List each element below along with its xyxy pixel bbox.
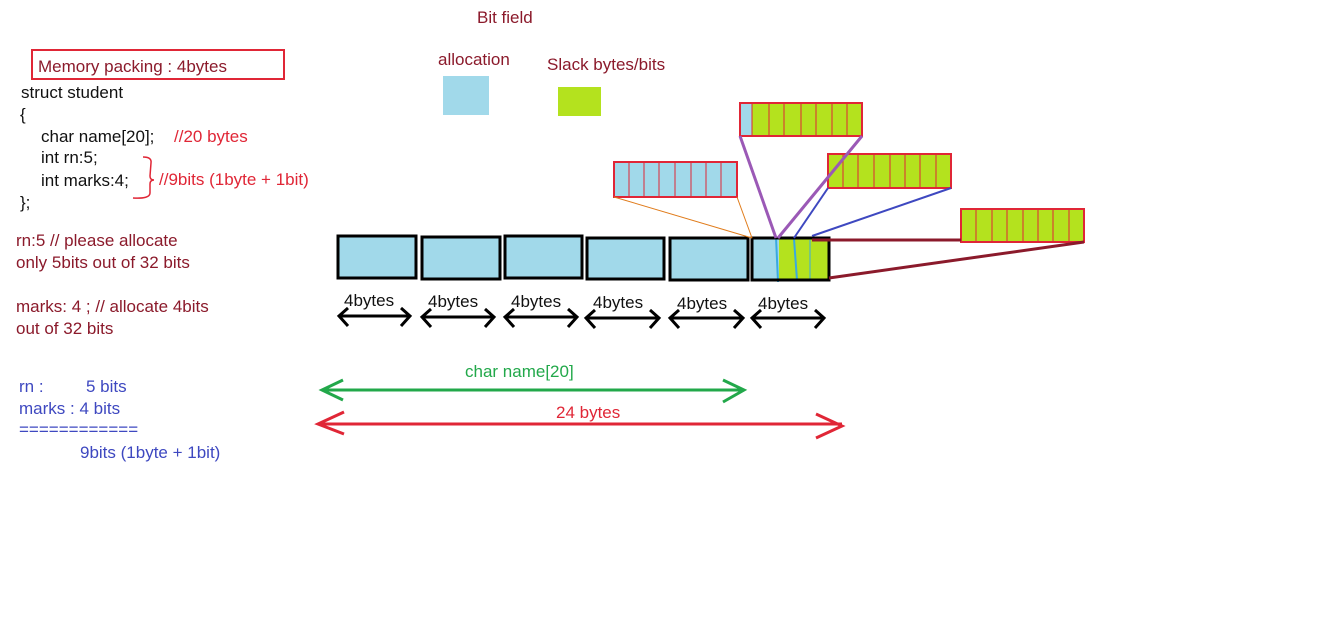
memory-block-4: [585, 236, 666, 281]
memory-block-3: [503, 234, 584, 280]
calc-separator: ============: [19, 420, 139, 439]
calc-rn-label: rn :: [19, 377, 44, 396]
memory-block-1: [336, 234, 418, 280]
block-label-6: 4bytes: [758, 294, 809, 313]
connector-slack-1-right: [811, 187, 952, 237]
byte-arrows: [336, 306, 827, 330]
field-name-comment: //20 bytes: [174, 127, 248, 146]
calc-marks-line: marks : 4 bits: [19, 399, 121, 418]
field-rn-line: int rn:5;: [41, 148, 98, 167]
rn-note-line2: only 5bits out of 32 bits: [16, 253, 190, 272]
field-marks-line: int marks:4;: [41, 171, 129, 190]
slack-swatch: [558, 87, 601, 116]
char-name-span-label: char name[20]: [465, 362, 574, 381]
struct-line: struct student: [21, 83, 124, 102]
memory-block-6: [750, 236, 831, 283]
allocation-swatch: [443, 76, 489, 115]
calc-rn-value: 5 bits: [86, 377, 127, 396]
char-name-span-arrow: [318, 378, 748, 404]
bit-fields-brace: [132, 156, 155, 199]
open-brace: {: [20, 105, 26, 124]
field-name-line: char name[20];: [41, 127, 155, 146]
bit-box-slack-2: [960, 208, 1085, 243]
connector-slack-2-bottom: [828, 240, 1085, 280]
memory-packing-label: Memory packing : 4bytes: [38, 57, 227, 76]
slack-legend-label: Slack bytes/bits: [547, 55, 666, 74]
marks-note-line2: out of 32 bits: [16, 319, 114, 338]
memory-packing-box: [31, 49, 285, 80]
marks-note-line1: marks: 4 ; // allocate 4bits: [16, 297, 209, 316]
bit-box-allocation: [613, 161, 738, 198]
rn-note-line1: rn:5 // please allocate: [16, 231, 178, 250]
connector-partial-left: [738, 135, 778, 239]
memory-block-2: [420, 235, 502, 281]
block-label-2: 4bytes: [428, 292, 479, 311]
diagram-title: Bit field: [477, 8, 533, 27]
connector-allocation-2: [736, 196, 753, 239]
connector-partial-right: [776, 135, 864, 239]
close-brace: };: [20, 193, 31, 212]
bit-box-partial: [739, 102, 863, 137]
memory-block-5: [668, 236, 750, 282]
total-span-label: 24 bytes: [556, 403, 621, 422]
connector-allocation: [613, 196, 753, 239]
block-label-3: 4bytes: [511, 292, 562, 311]
allocation-legend-label: allocation: [438, 50, 510, 69]
block-label-5: 4bytes: [677, 294, 728, 313]
block-label-4: 4bytes: [593, 293, 644, 312]
block-label-1: 4bytes: [344, 291, 395, 310]
connector-slack-1-left: [793, 187, 829, 239]
bit-box-slack-1: [827, 153, 952, 189]
bits-comment: //9bits (1byte + 1bit): [159, 170, 309, 189]
calc-total: 9bits (1byte + 1bit): [80, 443, 221, 462]
